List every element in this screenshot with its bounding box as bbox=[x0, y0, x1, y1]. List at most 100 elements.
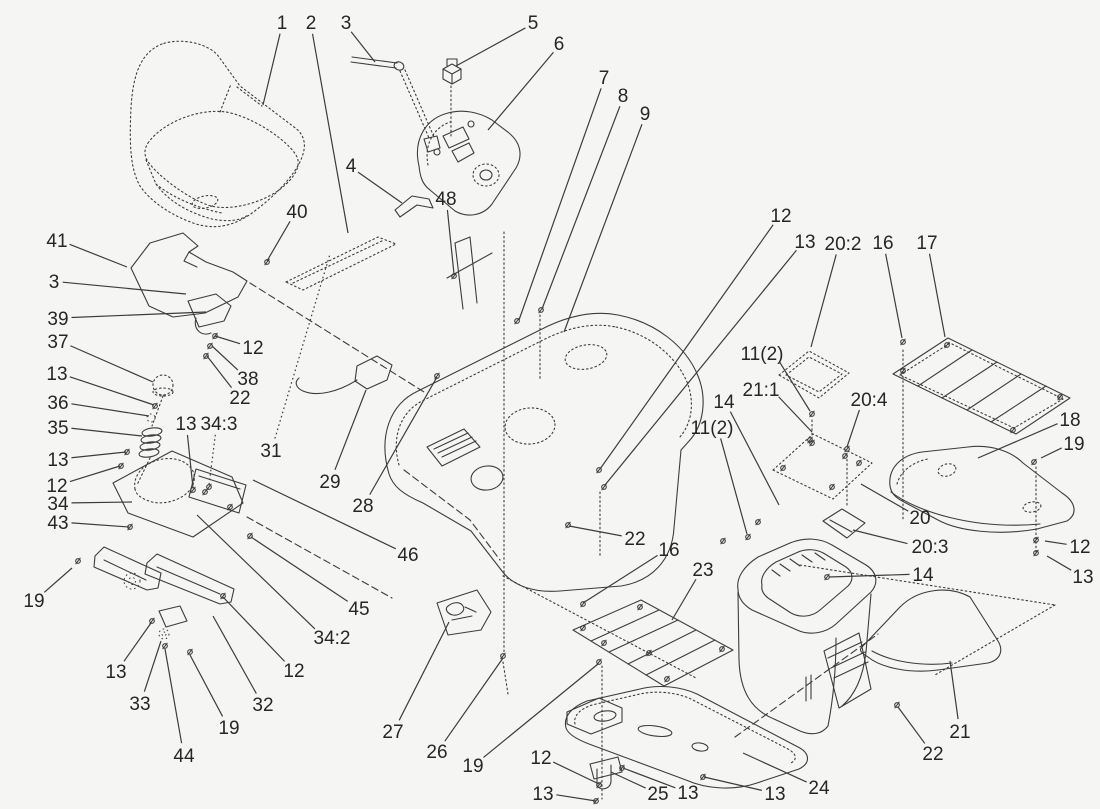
washer-icon bbox=[128, 577, 136, 585]
part-console-6 bbox=[417, 110, 521, 216]
callout-label-8: 8 bbox=[618, 86, 629, 107]
leader-line-28 bbox=[369, 376, 438, 495]
callout-label-38: 38 bbox=[237, 369, 258, 390]
part-seat-pan-edge bbox=[890, 491, 1041, 526]
part-pan24-mount bbox=[566, 697, 623, 735]
part-seat-latch-39 bbox=[187, 293, 232, 335]
callout-label-13: 13 bbox=[46, 364, 67, 385]
leader-line-36 bbox=[71, 403, 150, 417]
callout-label-13: 13 bbox=[47, 450, 68, 471]
callout-label-33: 33 bbox=[129, 694, 150, 715]
screw-icon bbox=[900, 367, 906, 375]
leader-line-17 bbox=[928, 253, 946, 338]
screw-icon bbox=[944, 341, 950, 349]
part-console-14-top bbox=[737, 538, 877, 634]
leader-line-19 bbox=[1040, 447, 1062, 459]
part-console-14-body bbox=[737, 591, 872, 735]
leader-line-44 bbox=[164, 648, 183, 744]
screw-icon bbox=[118, 462, 124, 470]
leader-line-11(2) bbox=[720, 438, 748, 535]
screw-icon bbox=[202, 488, 208, 496]
part-seat-bracket-41 bbox=[130, 232, 248, 318]
callout-label-11(2): 11(2) bbox=[691, 418, 734, 439]
leader-line-4 bbox=[357, 171, 403, 204]
part-explode-axis-3 bbox=[734, 633, 879, 738]
screw-icon bbox=[514, 317, 520, 325]
callout-label-46: 46 bbox=[397, 545, 418, 566]
screw-icon bbox=[719, 645, 725, 653]
leader-line-5 bbox=[455, 27, 526, 67]
part-seat-plate-34 bbox=[112, 450, 244, 538]
callout-label-17: 17 bbox=[916, 233, 937, 254]
part-seat-pan-contour bbox=[896, 458, 929, 485]
screw-icon bbox=[745, 533, 751, 541]
leader-line-13 bbox=[622, 767, 676, 789]
leader-line-13 bbox=[69, 376, 155, 406]
callout-label-12: 12 bbox=[1069, 537, 1090, 558]
leader-line-41 bbox=[69, 243, 128, 268]
screw-icon bbox=[700, 773, 706, 781]
callout-label-43: 43 bbox=[47, 513, 68, 534]
callout-label-24: 24 bbox=[808, 778, 830, 799]
callout-label-35: 35 bbox=[47, 418, 68, 439]
callout-label-12: 12 bbox=[530, 748, 551, 769]
washer-icon bbox=[123, 572, 141, 590]
leader-line-46 bbox=[252, 479, 397, 550]
callout-label-20:2: 20:2 bbox=[825, 234, 862, 255]
screw-icon bbox=[451, 272, 457, 280]
part-pan24-slot1 bbox=[637, 724, 673, 738]
part-fender-21 bbox=[859, 589, 1002, 672]
leader-line-25 bbox=[610, 771, 646, 789]
part-mat-17-inner bbox=[899, 342, 1064, 429]
callout-label-34:3: 34:3 bbox=[201, 414, 238, 435]
screw-icon bbox=[212, 332, 218, 340]
screw-icon bbox=[900, 338, 906, 346]
callout-label-19: 19 bbox=[23, 591, 44, 612]
screw-icon bbox=[809, 410, 815, 418]
callout-label-9: 9 bbox=[640, 104, 651, 125]
callout-label-13: 13 bbox=[794, 232, 815, 253]
part-panel-20 bbox=[772, 433, 873, 500]
part-fender-hole-top bbox=[564, 344, 608, 370]
screw-icon bbox=[247, 532, 253, 540]
part-pad-20-2-inner bbox=[785, 356, 843, 393]
screw-icon bbox=[596, 466, 602, 474]
part-console-6-cutouts bbox=[442, 126, 475, 163]
part-fender-louver bbox=[426, 428, 481, 467]
part-mat-23 bbox=[572, 599, 734, 687]
part-console-6-contour bbox=[426, 121, 451, 166]
screw-icon bbox=[844, 445, 850, 453]
part-mat-17-treads bbox=[917, 349, 1047, 423]
leader-line-33 bbox=[143, 640, 162, 692]
screw-icon bbox=[894, 701, 900, 709]
callout-label-20:3: 20:3 bbox=[912, 537, 949, 558]
part-phantom-plane-a bbox=[799, 564, 1056, 676]
screw-icon bbox=[829, 483, 835, 491]
screw-icon bbox=[538, 306, 544, 314]
screw-icon bbox=[809, 439, 815, 447]
leader-line-34 bbox=[71, 501, 133, 504]
callout-label-2: 2 bbox=[306, 13, 317, 34]
part-connector-5 bbox=[442, 58, 462, 85]
callout-label-21:1: 21:1 bbox=[743, 380, 780, 401]
callout-label-41: 41 bbox=[46, 231, 67, 252]
leader-line-11(2) bbox=[779, 361, 811, 412]
callout-label-29: 29 bbox=[319, 472, 340, 493]
callout-label-40: 40 bbox=[286, 202, 307, 223]
leader-line-13 bbox=[123, 622, 152, 662]
part-shift-arm bbox=[399, 69, 435, 139]
leader-line-24 bbox=[742, 752, 807, 783]
leader-line-13 bbox=[1046, 555, 1072, 571]
screw-icon bbox=[601, 639, 607, 647]
screw-icon bbox=[824, 573, 830, 581]
leader-line-13 bbox=[71, 451, 127, 459]
part-fender-hole-mid bbox=[504, 407, 556, 445]
callout-label-39: 39 bbox=[47, 309, 68, 330]
part-knob-37-base bbox=[152, 387, 174, 397]
screw-icon bbox=[203, 352, 209, 360]
part-mat-17 bbox=[892, 337, 1071, 435]
leader-line-48 bbox=[446, 209, 455, 275]
screw-icon bbox=[580, 600, 586, 608]
leader-line-16 bbox=[582, 554, 658, 604]
